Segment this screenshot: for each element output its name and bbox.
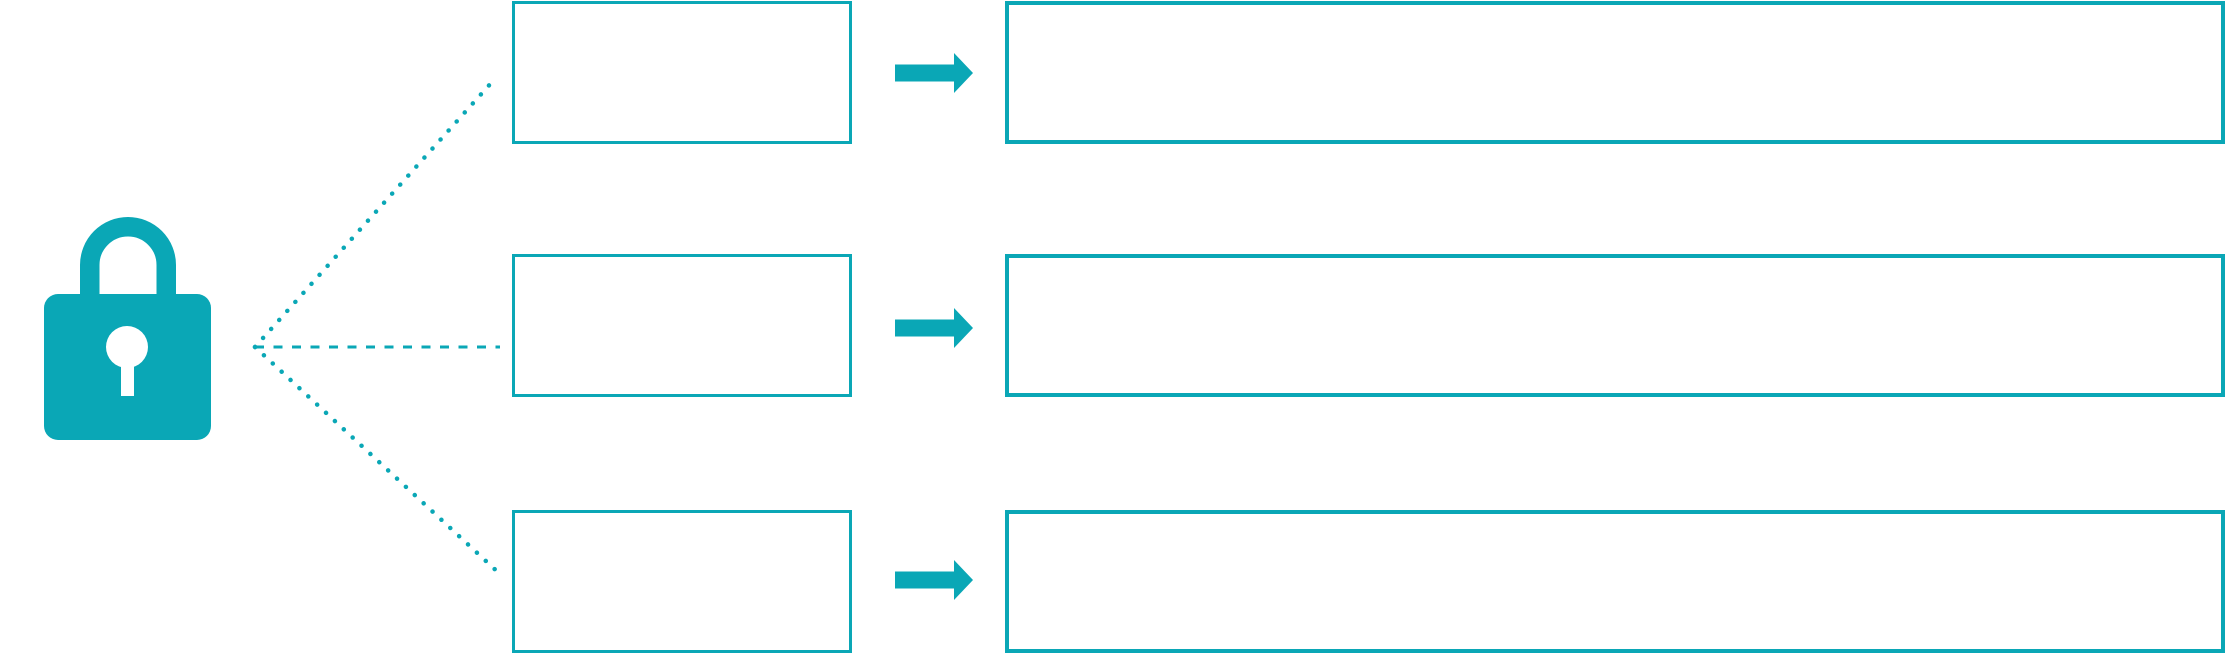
padlock-keyhole-stem bbox=[121, 357, 134, 396]
term-box-2 bbox=[512, 254, 852, 397]
padlock-keyhole-circle bbox=[106, 326, 148, 368]
right-arrow-icon bbox=[895, 560, 973, 600]
connector-line-top bbox=[252, 79, 495, 350]
padlock-icon bbox=[43, 217, 212, 440]
connector-line-bottom bbox=[252, 344, 504, 578]
description-box-2 bbox=[1005, 254, 2225, 397]
right-arrow-icon bbox=[895, 53, 973, 93]
description-box-3 bbox=[1005, 510, 2225, 653]
description-box-1 bbox=[1005, 1, 2225, 144]
padlock-icon-svg bbox=[44, 217, 211, 440]
term-box-3 bbox=[512, 510, 852, 653]
right-arrow-icon-1 bbox=[895, 53, 973, 93]
right-arrow-icon-2 bbox=[895, 308, 973, 348]
padlock-shackle bbox=[80, 217, 176, 307]
right-arrow-icon-3 bbox=[895, 560, 973, 600]
term-box-1 bbox=[512, 1, 852, 144]
right-arrow-icon bbox=[895, 308, 973, 348]
